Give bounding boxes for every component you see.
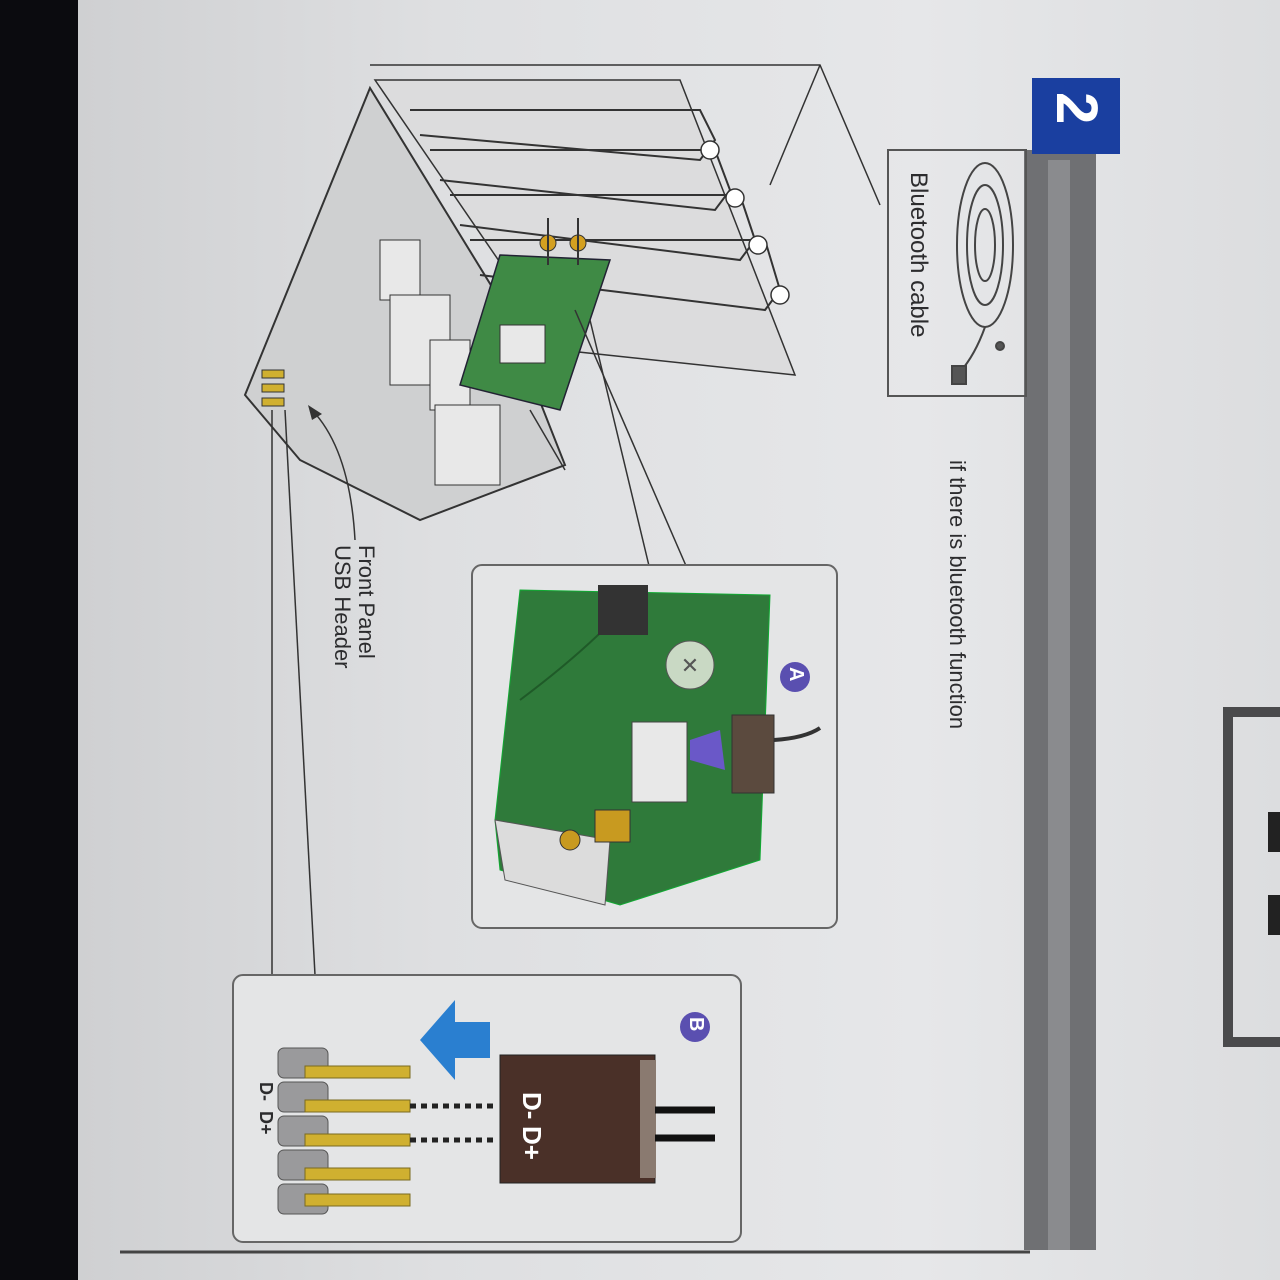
step-number: 2: [1044, 92, 1109, 125]
arrow-icon: [420, 1000, 490, 1080]
badge-b: [680, 1012, 710, 1042]
connector-pin-label-2: D+: [517, 1126, 547, 1160]
usb-connector: [499, 1054, 656, 1184]
badge-b-label: B: [685, 1017, 707, 1032]
connector-pin-label-1: D-: [517, 1092, 547, 1120]
badge-a: [780, 662, 810, 692]
detail-b-illustration: [277, 1000, 715, 1215]
badge-a-label: A: [785, 667, 807, 682]
bluetooth-cable-label: Bluetooth cable: [905, 172, 932, 338]
detail-a-illustration: ✕: [494, 585, 822, 906]
bluetooth-cable-icon: [951, 162, 1014, 385]
header-pin-labels: D- D+: [256, 1082, 276, 1135]
bluetooth-note: if there is bluetooth function: [945, 460, 970, 730]
svg-text:✕: ✕: [681, 653, 699, 678]
arrow-icon: [690, 730, 725, 770]
step-number-badge: [1032, 78, 1120, 154]
bluetooth-cable-box: [887, 149, 1027, 397]
front-panel-usb-callout: Front Panel USB Header: [330, 545, 379, 669]
next-panel-edge: [1223, 707, 1280, 1047]
pc-case-illustration: [243, 64, 881, 976]
